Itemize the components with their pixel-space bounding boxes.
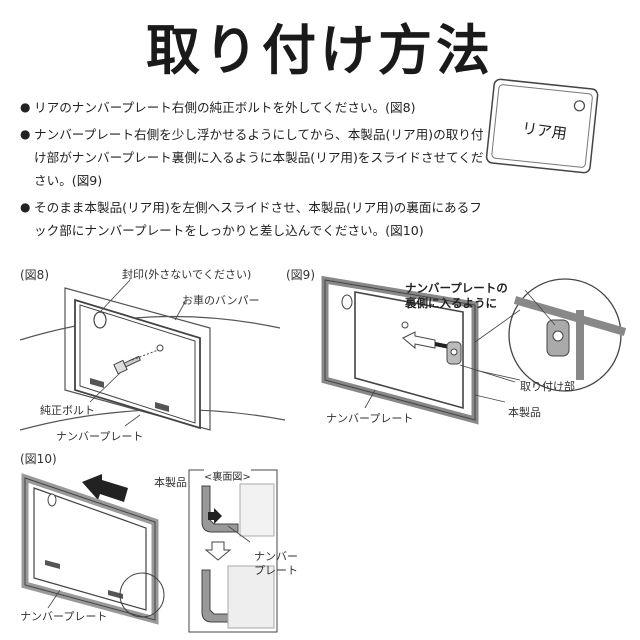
bullet-icon: ●	[20, 200, 31, 214]
fig9-callout-line1: ナンバープレートの	[405, 281, 508, 295]
fig8-bumper-label: お車のバンパー	[182, 294, 260, 307]
fig10-plate-line2: プレート	[254, 564, 298, 577]
product-thumbnail-illustration	[485, 78, 599, 174]
fig8-caption: (図8)	[20, 268, 49, 282]
instruction-item: ● そのまま本製品(リア用)を左側へスライドさせ、本製品(リア用)の裏面にあるフ…	[20, 196, 490, 242]
page-title: 取り付け方法	[146, 19, 494, 82]
fig9-mount-label: 取り付け部	[520, 380, 575, 393]
back-view-diagram	[188, 469, 278, 633]
fig10-plate-label: ナンバープレート	[20, 610, 108, 623]
fig9-caption: (図9)	[286, 268, 315, 282]
fig10-plate-line1: ナンバー	[254, 550, 298, 563]
fig9-plate-label: ナンバープレート	[326, 412, 414, 425]
fig9-illustration	[321, 275, 627, 425]
instruction-list: ● リアのナンバープレート右側の純正ボルトを外してください。(図8) ● ナンバ…	[20, 96, 490, 246]
fig10-caption: (図10)	[20, 452, 57, 466]
instruction-item: ● リアのナンバープレート右側の純正ボルトを外してください。(図8)	[20, 96, 490, 119]
fig8-bolt-label: 純正ボルト	[40, 404, 95, 417]
instruction-text: ナンバープレート右側を少し浮かせるようにしてから、本製品(リア用)の取り付け部が…	[34, 127, 484, 188]
bullet-icon: ●	[20, 127, 31, 141]
fig10-product-label: 本製品	[154, 476, 187, 489]
instruction-text: リアのナンバープレート右側の純正ボルトを外してください。(図8)	[34, 100, 416, 115]
fig8-seal-label: 封印(外さないでください)	[122, 268, 252, 281]
fig9-callout-line2: 裏側に入るように	[405, 296, 497, 310]
fig8-plate-label: ナンバープレート	[56, 430, 144, 443]
fig10-illustration	[21, 473, 165, 625]
back-view-label: <裏面図>	[204, 468, 251, 483]
instruction-text: そのまま本製品(リア用)を左側へスライドさせ、本製品(リア用)の裏面にあるフック…	[34, 200, 482, 238]
bullet-icon: ●	[20, 100, 31, 114]
instruction-item: ● ナンバープレート右側を少し浮かせるようにしてから、本製品(リア用)の取り付け…	[20, 123, 490, 192]
fig8-illustration	[19, 279, 286, 431]
fig9-product-label: 本製品	[508, 406, 541, 419]
